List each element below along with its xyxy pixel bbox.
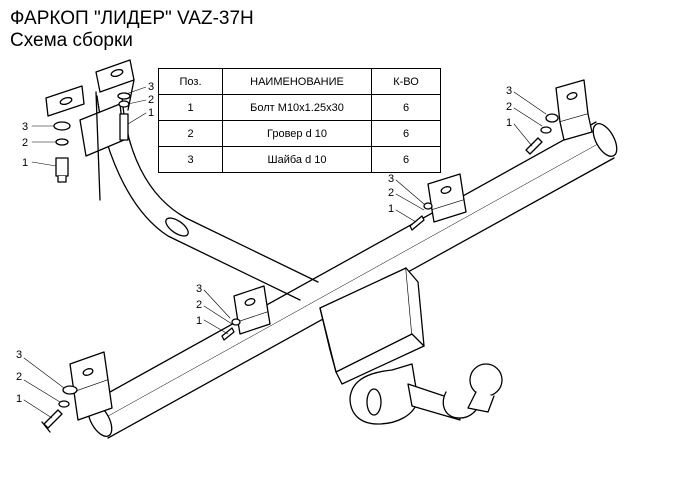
table-row: 1 Болт М10х1.25х30 6 (158, 94, 441, 121)
tow-hitch (349, 363, 503, 425)
callout-2-middle-left: 2 (196, 299, 202, 311)
drawing-subtitle: Схема сборки (10, 30, 133, 51)
callout-1-middle-right: 1 (388, 203, 394, 215)
callout-1-middle-left: 1 (196, 315, 202, 327)
table-row: 2 Гровер d 10 6 (158, 120, 441, 147)
callout-2-left-end: 2 (16, 371, 22, 383)
fastener-set-middle-left (221, 318, 241, 341)
column-header-name: НАИМЕНОВАНИЕ (222, 68, 372, 95)
callout-1-top-left: 1 (22, 157, 28, 169)
callout-1-bracket-top: 1 (148, 107, 154, 119)
cross-tube (87, 121, 618, 439)
parts-table-header: Поз. НАИМЕНОВАНИЕ К-ВО (158, 68, 441, 95)
bracket-top-left (45, 59, 135, 201)
drawing-title: ФАРКОП "ЛИДЕР" VAZ-37H (10, 8, 254, 29)
fastener-set-middle-right (409, 202, 433, 231)
fastener-set-right-end (525, 113, 559, 155)
cell-quantity: 6 (371, 120, 441, 147)
bracket-middle-right (427, 173, 467, 223)
column-header-position: Поз. (158, 68, 223, 95)
fastener-set-bracket-top (117, 92, 131, 141)
bracket-middle-left (233, 285, 271, 335)
cell-position: 1 (158, 94, 223, 121)
callout-1-left-end: 1 (16, 393, 22, 405)
cell-quantity: 6 (371, 146, 441, 173)
cell-position: 2 (158, 120, 223, 147)
callout-3-bracket-top: 3 (148, 81, 154, 93)
callout-2-right-end: 2 (506, 101, 512, 113)
column-header-quantity: К-ВО (371, 68, 441, 95)
callout-labels: 3 2 1 3 2 1 3 2 1 3 2 1 3 2 1 3 2 1 (16, 81, 512, 405)
parts-table: Поз. НАИМЕНОВАНИЕ К-ВО 1 Болт М10х1.25х3… (158, 68, 441, 173)
bracket-left-end (69, 351, 113, 421)
fastener-set-top-left (53, 121, 71, 183)
fastener-set-left-end (41, 385, 78, 433)
cell-position: 3 (158, 146, 223, 173)
callout-2-bracket-top: 2 (148, 94, 154, 106)
bracket-right-end (555, 79, 593, 141)
cell-name: Шайба d 10 (222, 146, 372, 173)
cell-name: Болт М10х1.25х30 (222, 94, 372, 121)
callout-1-right-end: 1 (506, 117, 512, 129)
callout-2-middle-right: 2 (388, 187, 394, 199)
callout-3-right-end: 3 (506, 85, 512, 97)
callout-3-middle-left: 3 (196, 283, 202, 295)
cell-name: Гровер d 10 (222, 120, 372, 147)
cell-quantity: 6 (371, 94, 441, 121)
leader-lines (23, 86, 547, 419)
callout-3-middle-right: 3 (388, 173, 394, 185)
callout-2-top-left: 2 (22, 137, 28, 149)
table-row: 3 Шайба d 10 6 (158, 146, 441, 173)
callout-3-left-end: 3 (16, 349, 22, 361)
center-receiver (319, 267, 425, 385)
callout-3-top-left: 3 (22, 121, 28, 133)
